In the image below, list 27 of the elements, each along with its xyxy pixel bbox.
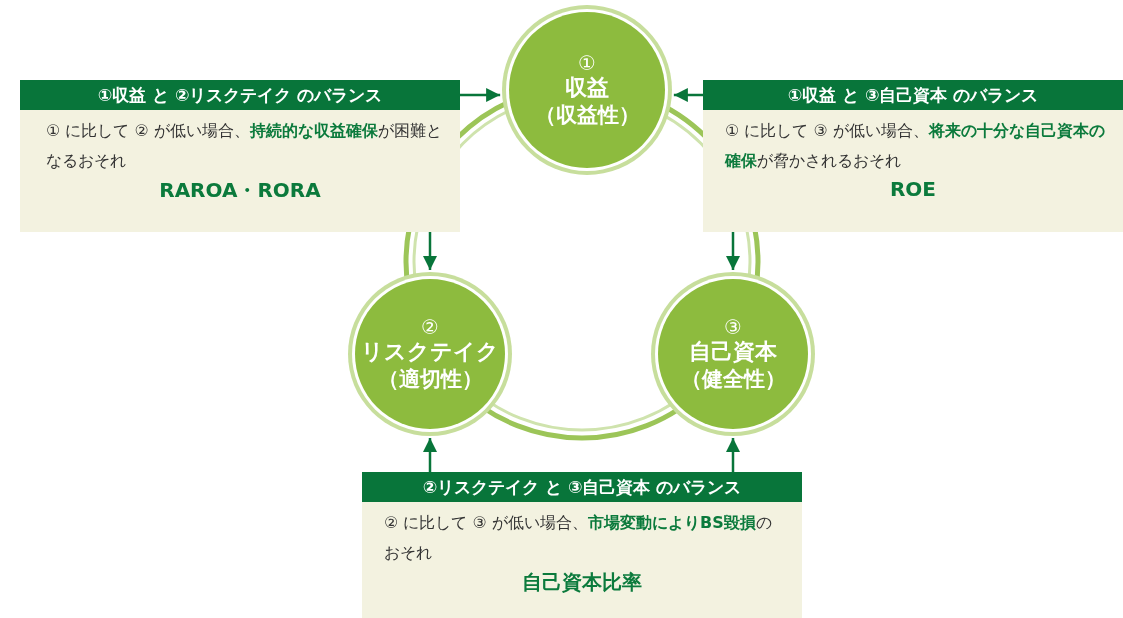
arrow [423, 438, 437, 472]
risk-description: ① に比して ② が低い場合、持続的な収益確保が困難となるおそれ [45, 120, 443, 172]
balance-panel [703, 80, 1123, 232]
category-subtitle: （収益性） [534, 101, 640, 128]
category-subtitle: （適切性） [377, 365, 483, 392]
metric-label: RAROA・RORA [158, 177, 322, 205]
category-name: リスクテイク [361, 338, 499, 366]
circle-number: ③ [724, 316, 742, 339]
panel-header: ①収益 と ②リスクテイク のバランス [20, 80, 460, 110]
balance-panel [20, 80, 460, 232]
arrow [673, 88, 703, 102]
circle-number: ② [421, 316, 439, 339]
risk-description: ① に比して ③ が低い場合、将来の十分な自己資本の確保が脅かされるおそれ [724, 120, 1106, 172]
category-name: 収益 [565, 74, 609, 102]
panel-header: ①収益 と ③自己資本 のバランス [703, 80, 1123, 110]
arrow [423, 232, 437, 270]
category-name: 自己資本 [689, 338, 777, 366]
arrow [726, 438, 740, 472]
risk-description: ② に比して ③ が低い場合、市場変動によりBS毀損のおそれ [383, 512, 773, 564]
category-subtitle: （健全性） [680, 365, 786, 392]
metric-label: 自己資本比率 [521, 569, 643, 597]
panel-header: ②リスクテイク と ③自己資本 のバランス [362, 472, 802, 502]
balance-panel [362, 472, 802, 618]
arrow [726, 232, 740, 270]
circle-number: ① [578, 52, 596, 75]
arrow [460, 88, 501, 102]
metric-label: ROE [888, 177, 938, 202]
